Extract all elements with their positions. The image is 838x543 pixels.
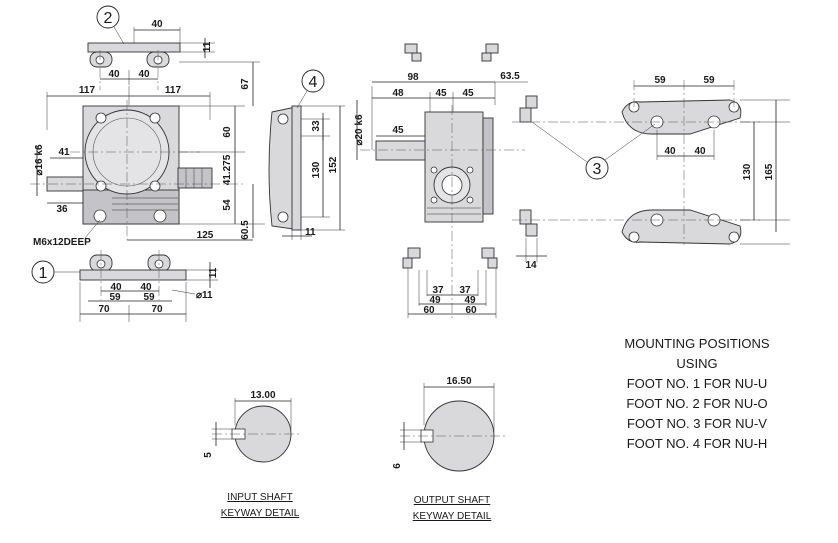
dim-foot3-130: 130 [742,163,753,180]
dim-side-48: 48 [392,88,404,99]
notes-line-1: FOOT NO. 1 FOR NU-U [627,376,768,391]
dim-67: 67 [240,78,251,90]
input-caption-1: INPUT SHAFT [227,492,292,503]
dim-60-5: 60.5 [240,220,251,240]
dim-125: 125 [197,230,214,241]
input-key-dim: 5 [203,452,214,458]
dim-foot2-side: 11 [202,41,213,52]
foot-2-drawing: 40 11 40 40 2 [87,5,215,90]
dim-side-45-shaft: 45 [392,125,404,136]
output-caption-2: KEYWAY DETAIL [413,511,492,522]
notes-line-2: FOOT NO. 2 FOR NU-O [626,396,767,411]
dim-side-60b: 60 [465,305,477,316]
dim-foot1-59b: 59 [143,292,155,303]
dim-foot1-hole: ⌀11 [196,290,213,301]
notes-line-3: FOOT NO. 3 FOR NU-V [627,416,767,431]
notes-heading-1: MOUNTING POSITIONS [624,336,770,351]
output-keyway-detail: 16.50 6 OUTPUT SHAFT KEYWAY DETAIL [392,376,505,522]
foot-3-drawing: 59 59 40 40 3 130 165 [531,75,790,245]
dim-foot4-130: 130 [311,161,322,178]
dim-foot3-40b: 40 [694,146,706,157]
dim-shaft-dia-16: ⌀16 k6 [34,144,45,175]
input-keyway-detail: 13.00 5 INPUT SHAFT KEYWAY DETAIL [203,390,300,519]
tapped-holes-label: M6x12DEEP [33,237,91,248]
dim-foot1-side: 11 [208,267,219,278]
dim-side-14: 14 [525,260,537,271]
output-width-dim: 16.50 [446,376,471,387]
mounting-notes: MOUNTING POSITIONS USING FOOT NO. 1 FOR … [624,336,770,451]
dim-foot1-59a: 59 [109,292,121,303]
foot-1-drawing: 1 11 40 40 59 59 ⌀11 70 70 [31,250,219,322]
dim-side-37b: 37 [459,285,471,296]
dim-foot3-59b: 59 [703,75,715,86]
side-view: 98 63.5 48 45 45 ⌀20 k6 45 37 37 [354,43,560,320]
dim-foot2-right: 40 [138,69,150,80]
foot-4-drawing: 4 33 130 152 11 [268,69,345,240]
dim-foot3-165: 165 [764,163,775,180]
bubble-3: 3 [593,161,602,178]
dim-foot4-33: 33 [311,120,322,132]
input-width-dim: 13.00 [250,390,275,401]
dim-60-left: 60 [222,126,233,138]
front-view: 117 117 ⌀16 k6 41 36 M6x12DEEP [30,61,265,248]
dim-foot1-70b: 70 [151,304,163,315]
dim-54: 54 [222,199,233,211]
dim-side-49b: 49 [464,295,476,306]
dim-foot3-59a: 59 [654,75,666,86]
dim-foot2-left: 40 [108,69,120,80]
dim-side-63-5: 63.5 [500,71,520,82]
dim-foot2-top: 40 [151,19,163,30]
bubble-1: 1 [39,265,48,282]
dim-36: 36 [56,204,68,215]
dim-side-60a: 60 [423,305,435,316]
dim-41-275: 41.275 [222,154,233,185]
dim-117-right: 117 [165,85,182,96]
dim-117-left: 117 [79,85,96,96]
notes-line-4: FOOT NO. 4 FOR NU-H [627,436,768,451]
dim-foot4-152: 152 [328,156,339,173]
dim-side-shaft-dia-20: ⌀20 k6 [354,114,365,145]
dim-side-37a: 37 [432,285,444,296]
dim-foot4-11: 11 [305,227,316,238]
dim-side-98: 98 [407,72,419,83]
dim-side-49a: 49 [429,295,441,306]
notes-heading-2: USING [676,356,717,371]
bubble-2: 2 [104,10,113,27]
dim-side-45b: 45 [462,88,474,99]
dim-41: 41 [58,147,70,158]
dim-foot3-40a: 40 [664,146,676,157]
dim-foot1-40b: 40 [140,282,152,293]
bubble-4: 4 [309,74,318,91]
output-caption-1: OUTPUT SHAFT [414,495,490,506]
input-caption-2: KEYWAY DETAIL [221,508,300,519]
output-key-dim: 6 [392,463,403,469]
dim-side-45a: 45 [435,88,447,99]
dim-foot1-70a: 70 [98,304,110,315]
dim-foot1-40a: 40 [110,282,122,293]
